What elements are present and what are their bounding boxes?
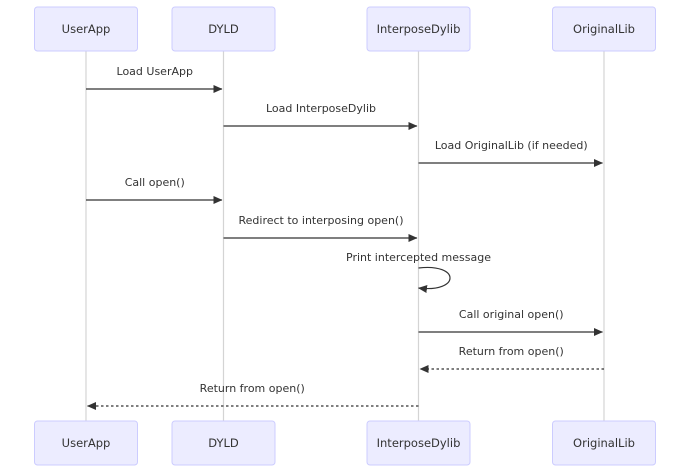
message-label: Load InterposeDylib — [266, 102, 376, 115]
message-label: Load OriginalLib (if needed) — [435, 139, 588, 152]
actor-label: UserApp — [62, 22, 111, 36]
actor-label: OriginalLib — [573, 436, 635, 450]
message-7: Call original open() — [418, 308, 603, 336]
message-label: Call original open() — [459, 308, 564, 321]
actor-dyld-top: DYLD — [171, 6, 276, 52]
actor-label: InterposeDylib — [377, 436, 461, 450]
actor-original-top: OriginalLib — [552, 6, 656, 52]
actor-box — [34, 6, 138, 52]
actor-label: OriginalLib — [573, 22, 635, 36]
message-1: Load UserApp — [86, 65, 223, 93]
actor-box — [552, 6, 656, 52]
actor-dyld-bottom: DYLD — [171, 420, 276, 466]
actor-interpose-bottom: InterposeDylib — [366, 420, 471, 466]
actor-box — [552, 420, 656, 466]
message-3: Load OriginalLib (if needed) — [418, 139, 603, 167]
message-9: Return from open() — [87, 382, 419, 410]
message-2: Load InterposeDylib — [223, 102, 418, 130]
actor-box — [366, 6, 471, 52]
actor-box — [171, 6, 276, 52]
self-message-arrow — [418, 266, 451, 293]
actor-box — [34, 420, 138, 466]
message-label: Call open() — [125, 176, 185, 189]
message-8: Return from open() — [419, 345, 604, 373]
message-6: Print intercepted message — [346, 251, 491, 293]
actor-userapp-top: UserApp — [34, 6, 138, 52]
actor-box — [366, 420, 471, 466]
message-label: Return from open() — [459, 345, 564, 358]
message-4: Call open() — [86, 176, 223, 204]
message-label: Return from open() — [200, 382, 305, 395]
message-label: Print intercepted message — [346, 251, 491, 264]
actor-interpose-top: InterposeDylib — [366, 6, 471, 52]
actor-userapp-bottom: UserApp — [34, 420, 138, 466]
actor-label: DYLD — [208, 22, 239, 36]
message-label: Redirect to interposing open() — [238, 214, 403, 227]
actor-original-bottom: OriginalLib — [552, 420, 656, 466]
actor-label: UserApp — [62, 436, 111, 450]
actor-label: DYLD — [208, 436, 239, 450]
actor-box — [171, 420, 276, 466]
actor-label: InterposeDylib — [377, 22, 461, 36]
message-label: Load UserApp — [117, 65, 193, 78]
message-5: Redirect to interposing open() — [223, 214, 418, 242]
